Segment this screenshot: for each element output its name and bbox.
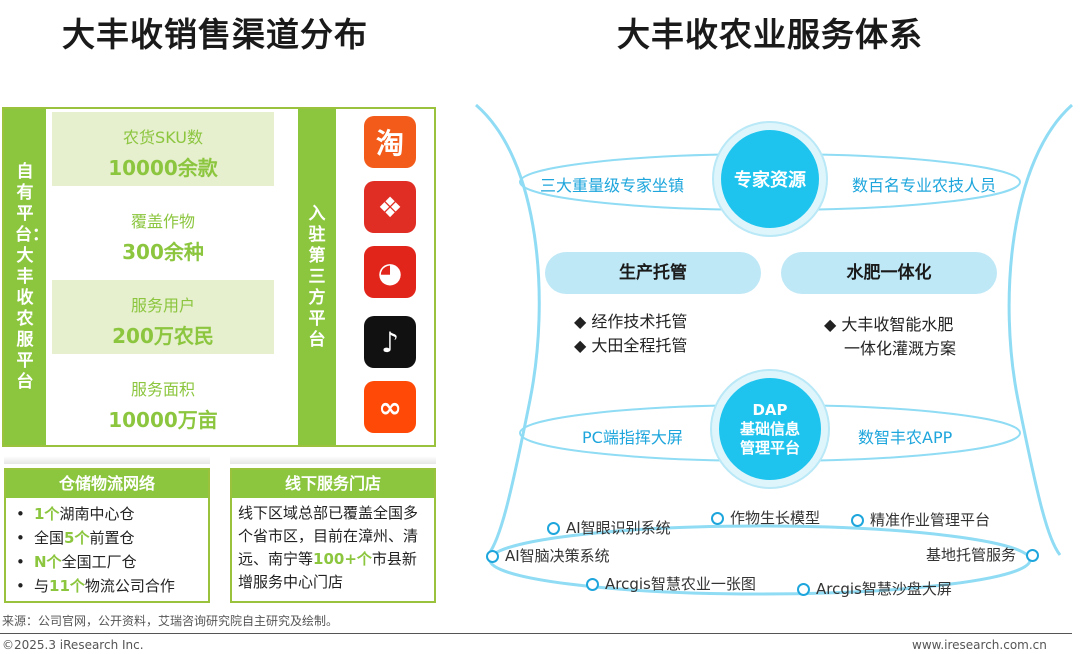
list-item: •1个湖南中心仓: [16, 505, 135, 523]
own-platform-strip: 自有平台：大丰收农服平台: [4, 109, 49, 445]
water-fertilizer-list: ◆ 大丰收智能水肥 一体化灌溉方案: [824, 313, 956, 361]
stat-label: 农货SKU数: [123, 128, 203, 147]
third-party-label: 入驻第三方平台: [308, 203, 326, 350]
stat-users: 服务用户 200万农民: [52, 280, 274, 354]
warehouse-title: 仓储物流网络: [6, 470, 208, 498]
list-item: ◆ 大丰收智能水肥: [824, 315, 954, 334]
shadow-bar: [230, 456, 436, 464]
kuaishou-icon: ∞: [364, 381, 416, 433]
node-ai-brain: AI智脑决策系统: [486, 545, 610, 566]
dap-platform-circle: DAP 基础信息 管理平台: [719, 378, 821, 480]
pinduoduo-icon: ❖: [364, 181, 416, 233]
stat-sku: 农货SKU数 10000余款: [52, 112, 274, 186]
dap-label-3: 管理平台: [739, 438, 800, 457]
expert-right-text: 数百名专业农技人员: [852, 176, 997, 195]
source-note: 来源：公司官网，公开资料，艾瑞咨询研究院自主研究及绘制。: [2, 614, 339, 628]
list-item: •与11个物流公司合作: [16, 577, 175, 595]
node-base-custody: 基地托管服务: [926, 544, 1040, 565]
douyin-icon: ♪: [364, 316, 416, 368]
node-arcgis-sandbox: Arcgis智慧沙盘大屏: [797, 578, 952, 599]
offline-box: 线下服务门店 线下区域总部已覆盖全国多个省市区，目前在漳州、清远、南宁等100+…: [230, 468, 436, 603]
water-fertilizer-pill: 水肥一体化: [781, 252, 997, 294]
node-dot-icon: [797, 583, 810, 596]
node-dot-icon: [547, 522, 560, 535]
jd-icon: ◕: [364, 246, 416, 298]
node-ai-eye: AI智眼识别系统: [547, 517, 671, 538]
stat-value: 10000余款: [108, 156, 218, 180]
stat-value: 300余种: [122, 240, 204, 264]
node-dot-icon: [851, 514, 864, 527]
offline-text: 线下区域总部已覆盖全国多个省市区，目前在漳州、清远、南宁等100+个市县新增服务…: [238, 504, 419, 591]
stat-value: 10000万亩: [108, 408, 218, 432]
warehouse-box: 仓储物流网络 •1个湖南中心仓 •全国5个前置仓 •N个全国工厂仓 •与11个物…: [4, 468, 210, 603]
stat-crops: 覆盖作物 300余种: [52, 196, 274, 270]
list-item: ◆ 经作技术托管: [574, 312, 688, 331]
taobao-icon: 淘: [364, 116, 416, 168]
expert-resource-circle: 专家资源: [721, 130, 819, 228]
app-text: 数智丰农APP: [858, 428, 953, 447]
production-custody-list: ◆ 经作技术托管 ◆ 大田全程托管: [574, 310, 687, 358]
node-dot-icon: [1026, 549, 1040, 562]
expert-left-text: 三大重量级专家坐镇: [540, 176, 685, 195]
stat-label: 服务用户: [130, 296, 195, 315]
node-arcgis-map: Arcgis智慧农业一张图: [586, 573, 756, 594]
stat-label: 服务面积: [130, 380, 195, 399]
node-dot-icon: [486, 550, 499, 563]
dap-label-2: 基础信息: [739, 419, 800, 438]
divider: [0, 633, 1072, 634]
copyright: ©2025.3 iResearch Inc.: [2, 638, 144, 652]
list-item: ◆ 大田全程托管: [574, 336, 688, 355]
own-platform-label: 自有平台：大丰收农服平台: [15, 161, 49, 392]
node-precision-platform: 精准作业管理平台: [851, 509, 990, 530]
dap-label-1: DAP: [752, 400, 788, 419]
node-dot-icon: [711, 512, 724, 525]
left-title: 大丰收销售渠道分布: [62, 15, 368, 54]
pc-screen-text: PC端指挥大屏: [582, 428, 683, 447]
stat-label: 覆盖作物: [130, 212, 195, 231]
node-dot-icon: [586, 578, 599, 591]
stat-value: 200万农民: [112, 324, 214, 348]
stat-area: 服务面积 10000万亩: [52, 364, 274, 438]
list-item: •N个全国工厂仓: [16, 553, 137, 571]
right-title: 大丰收农业服务体系: [617, 15, 923, 54]
list-item: 一体化灌溉方案: [844, 339, 957, 358]
third-party-strip: 入驻第三方平台: [298, 109, 336, 445]
shadow-bar: [4, 456, 210, 464]
sales-channel-panel: [2, 107, 436, 447]
list-item: •全国5个前置仓: [16, 529, 135, 547]
offline-title: 线下服务门店: [232, 470, 434, 498]
node-crop-model: 作物生长模型: [711, 507, 820, 528]
website: www.iresearch.com.cn: [912, 638, 1047, 652]
production-custody-pill: 生产托管: [545, 252, 761, 294]
